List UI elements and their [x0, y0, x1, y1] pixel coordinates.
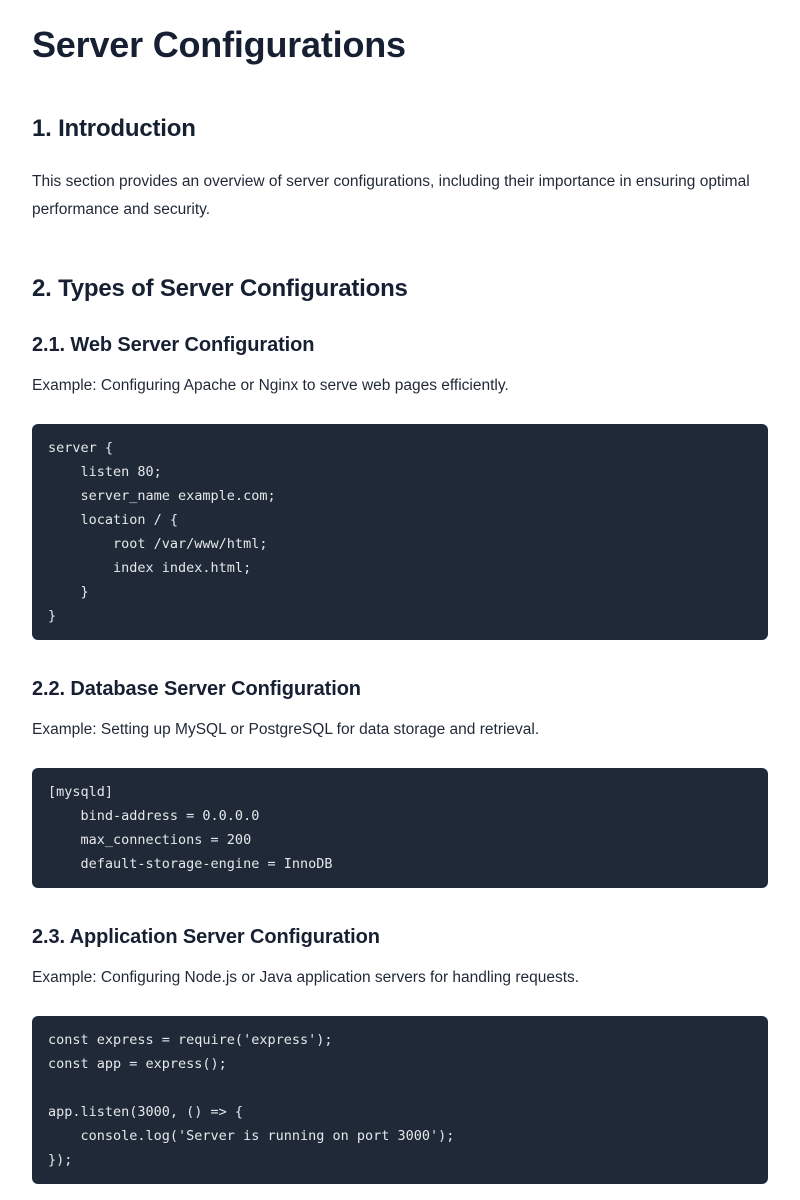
- web-server-code-block: server { listen 80; server_name example.…: [32, 424, 768, 640]
- database-server-example: Example: Setting up MySQL or PostgreSQL …: [32, 721, 540, 738]
- introduction-paragraph: This section provides an overview of ser…: [32, 173, 750, 218]
- types-heading: 2. Types of Server Configurations: [32, 275, 408, 302]
- web-server-heading: 2.1. Web Server Configuration: [32, 334, 315, 356]
- application-server-code-block: const express = require('express'); cons…: [32, 1016, 768, 1184]
- database-server-heading: 2.2. Database Server Configuration: [32, 678, 361, 700]
- web-server-example: Example: Configuring Apache or Nginx to …: [32, 377, 509, 394]
- introduction-heading: 1. Introduction: [32, 115, 196, 142]
- page-title: Server Configurations: [32, 24, 406, 65]
- database-server-code-block: [mysqld] bind-address = 0.0.0.0 max_conn…: [32, 768, 768, 888]
- application-server-example: Example: Configuring Node.js or Java app…: [32, 969, 580, 986]
- application-server-heading: 2.3. Application Server Configuration: [32, 926, 380, 948]
